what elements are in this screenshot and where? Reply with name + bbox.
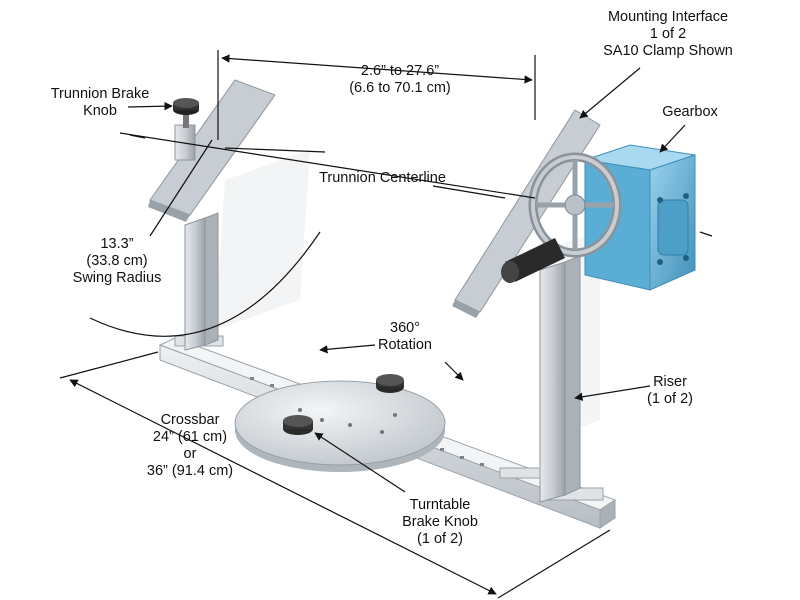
turntable-brake-knob-count: (1 of 2) (417, 531, 463, 547)
leader-lines (127, 67, 686, 493)
trunnion-centerline-text: Trunnion Centerline (319, 170, 446, 186)
mounting-interface-count: 1 of 2 (649, 26, 687, 42)
trunnion-brake-knob-line1: Trunnion Brake (50, 86, 150, 102)
dimension-span-cm: (6.6 to 70.1 cm) (349, 80, 451, 96)
crank-handle-icon (501, 238, 565, 283)
turntable-brake-knob-label: Turntable Brake Knob (1 of 2) (385, 497, 495, 548)
crossbar-or: or (183, 446, 197, 462)
riser-text: Riser (653, 374, 687, 390)
swing-radius-label: 13.3” (33.8 cm) Swing Radius (62, 236, 172, 287)
brake-knob-icon (173, 98, 199, 128)
crossbar-size-long: 36” (91.4 cm) (146, 463, 234, 479)
gearbox-text: Gearbox (662, 104, 718, 120)
turntable (234, 380, 446, 472)
crossbar-label: Crossbar 24” (61 cm) or 36” (91.4 cm) (130, 412, 250, 480)
trunnion-centerline-label: Trunnion Centerline (300, 170, 465, 187)
mounting-interface-label: Mounting Interface 1 of 2 SA10 Clamp Sho… (588, 9, 748, 60)
right-riser (499, 255, 604, 503)
dimension-span-label: 2.6” to 27.6” (6.6 to 70.1 cm) (330, 63, 470, 97)
mounting-interface-title: Mounting Interface (607, 9, 729, 25)
turntable-brake-knob-line2: Brake Knob (402, 514, 478, 530)
rotation-caption: Rotation (377, 337, 432, 353)
gearbox-label: Gearbox (650, 104, 730, 121)
handwheel-icon (528, 152, 622, 258)
left-riser (174, 212, 224, 351)
trunnion-brake-knob-line2: Knob (83, 103, 117, 119)
turntable-brake-knob-line1: Turntable (409, 497, 471, 513)
swing-radius-arc (89, 231, 321, 337)
dimension-span-inches: 2.6” to 27.6” (360, 63, 440, 79)
crossbar-size-short: 24” (61 cm) (152, 429, 228, 445)
swing-radius-cm: (33.8 cm) (86, 253, 148, 269)
riser-count: (1 of 2) (647, 391, 693, 407)
swing-radius-inches: 13.3” (100, 236, 134, 252)
rotation-degrees: 360° (390, 320, 420, 336)
riser-label: Riser (1 of 2) (630, 374, 710, 408)
rotation-label: 360° Rotation (365, 320, 445, 354)
dimension-lines (59, 50, 611, 599)
crossbar-title: Crossbar (160, 412, 220, 428)
swing-radius-caption: Swing Radius (72, 270, 162, 286)
mounting-interface-note: SA10 Clamp Shown (603, 43, 733, 59)
trunnion-brake-knob-label: Trunnion Brake Knob (40, 86, 160, 120)
